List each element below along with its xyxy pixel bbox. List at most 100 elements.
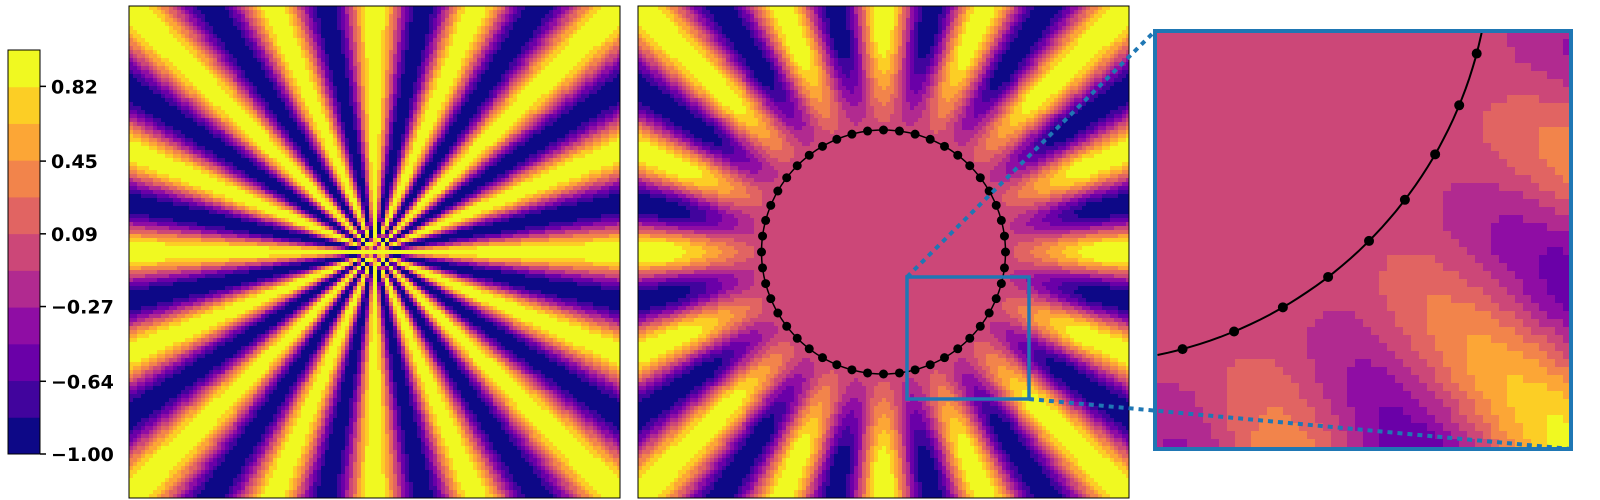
field-cell	[137, 54, 142, 59]
field-cell	[493, 46, 498, 51]
field-cell	[177, 130, 182, 135]
field-cell	[369, 162, 374, 167]
field-cell	[297, 94, 302, 99]
field-cell	[129, 134, 134, 139]
field-cell	[249, 146, 254, 151]
field-cell	[433, 70, 438, 75]
field-cell	[409, 42, 414, 47]
field-cell	[401, 110, 406, 115]
field-cell	[421, 62, 426, 67]
field-cell	[173, 10, 178, 15]
field-cell	[569, 126, 574, 131]
field-cell	[573, 10, 578, 15]
field-cell	[453, 66, 458, 71]
field-cell	[149, 50, 154, 55]
field-cell	[521, 106, 526, 111]
field-cell	[153, 66, 158, 71]
field-cell	[273, 30, 278, 35]
field-cell	[453, 58, 458, 63]
field-cell	[557, 34, 562, 39]
field-cell	[233, 138, 238, 143]
colorbar-band	[8, 270, 40, 308]
field-cell	[313, 118, 318, 123]
field-cell	[421, 38, 426, 43]
field-cell	[257, 94, 262, 99]
field-cell	[441, 94, 446, 99]
field-cell	[605, 18, 610, 23]
field-cell	[577, 134, 582, 139]
field-cell	[241, 30, 246, 35]
field-cell	[353, 82, 358, 87]
field-cell	[217, 42, 222, 47]
field-cell	[277, 6, 282, 11]
field-cell	[577, 94, 582, 99]
field-cell	[225, 114, 230, 119]
field-cell	[461, 146, 466, 151]
field-cell	[453, 150, 458, 155]
field-cell	[453, 74, 458, 79]
field-cell	[273, 82, 278, 87]
field-cell	[449, 102, 454, 107]
field-cell	[357, 150, 362, 155]
field-cell	[549, 22, 554, 27]
field-cell	[161, 78, 166, 83]
field-cell	[413, 82, 418, 87]
field-cell	[133, 150, 138, 155]
field-cell	[281, 162, 286, 167]
field-cell	[161, 150, 166, 155]
field-cell	[413, 102, 418, 107]
field-cell	[277, 94, 282, 99]
field-cell	[501, 78, 506, 83]
field-cell	[461, 90, 466, 95]
field-cell	[233, 94, 238, 99]
field-cell	[309, 30, 314, 35]
field-cell	[305, 58, 310, 63]
field-cell	[365, 126, 370, 131]
field-cell	[217, 118, 222, 123]
field-cell	[549, 130, 554, 135]
field-cell	[585, 58, 590, 63]
field-cell	[313, 102, 318, 107]
field-cell	[229, 82, 234, 87]
field-cell	[373, 46, 378, 51]
field-cell	[369, 102, 374, 107]
field-cell	[525, 26, 530, 31]
field-cell	[201, 122, 206, 127]
field-cell	[509, 46, 514, 51]
field-cell	[349, 82, 354, 87]
field-cell	[261, 14, 266, 19]
field-cell	[301, 38, 306, 43]
field-cell	[509, 50, 514, 55]
field-cell	[325, 50, 330, 55]
field-cell	[281, 130, 286, 135]
field-cell	[241, 158, 246, 163]
field-cell	[309, 50, 314, 55]
field-cell	[525, 90, 530, 95]
field-cell	[185, 34, 190, 39]
field-cell	[325, 166, 330, 171]
field-cell	[141, 14, 146, 19]
field-cell	[285, 130, 290, 135]
field-cell	[545, 142, 550, 147]
field-cell	[193, 6, 198, 11]
field-cell	[585, 94, 590, 99]
field-cell	[457, 86, 462, 91]
field-cell	[573, 62, 578, 67]
field-cell	[425, 130, 430, 135]
field-cell	[433, 98, 438, 103]
field-cell	[205, 162, 210, 167]
field-cell	[245, 66, 250, 71]
field-cell	[513, 14, 518, 19]
field-cell	[249, 6, 254, 11]
field-cell	[433, 142, 438, 147]
field-cell	[485, 114, 490, 119]
field-cell	[525, 114, 530, 119]
field-cell	[341, 14, 346, 19]
field-cell	[493, 110, 498, 115]
field-cell	[361, 158, 366, 163]
field-cell	[333, 114, 338, 119]
field-cell	[581, 58, 586, 63]
field-cell	[577, 106, 582, 111]
field-cell	[453, 50, 458, 55]
field-cell	[497, 110, 502, 115]
